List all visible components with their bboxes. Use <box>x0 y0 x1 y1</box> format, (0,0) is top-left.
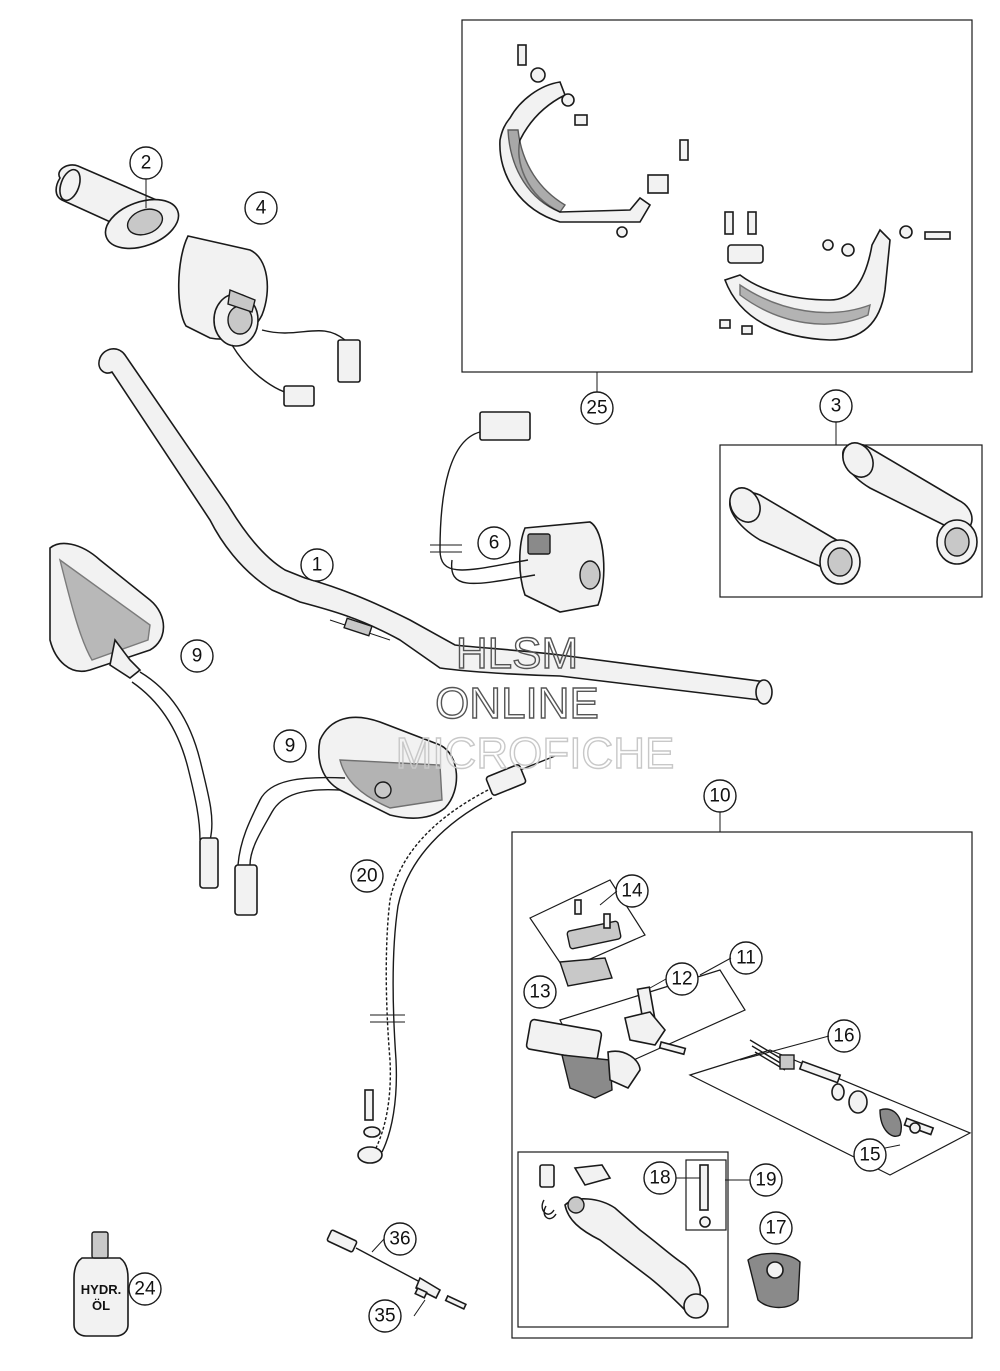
master-cylinder-body[interactable] <box>525 1018 641 1099</box>
handguard-kit-box <box>461 19 973 373</box>
right-handlebar-switch[interactable] <box>430 411 605 613</box>
callout-20: 20 <box>350 859 384 893</box>
brake-lever[interactable] <box>539 1164 711 1319</box>
callout-label: 4 <box>256 198 267 219</box>
callout-label: 1 <box>312 555 323 576</box>
callout-label: 9 <box>192 646 203 667</box>
callout-17: 17 <box>759 1211 793 1245</box>
watermark: HLSM ONLINE MICROFICHE <box>395 628 675 778</box>
reservoir-cover[interactable] <box>566 899 622 950</box>
callout-16: 16 <box>827 1019 861 1053</box>
callout-9-left: 9 <box>180 639 214 673</box>
callout-label: 6 <box>489 533 500 554</box>
piston-spring-set[interactable] <box>749 1039 868 1114</box>
master-cylinder-box <box>511 831 973 1339</box>
callout-11: 11 <box>729 941 763 975</box>
callout-2: 2 <box>129 146 163 208</box>
watermark-line3: MICROFICHE <box>396 729 675 778</box>
callout-leaders <box>371 890 830 1317</box>
callout-24: 24 <box>128 1272 162 1306</box>
callout-label: 18 <box>649 1168 670 1189</box>
callout-label: 15 <box>859 1145 880 1166</box>
lever-kit-box <box>517 1151 729 1328</box>
callout-36: 36 <box>383 1222 417 1256</box>
callout-13: 13 <box>523 975 557 1009</box>
callout-label: 3 <box>831 396 842 417</box>
callout-label: 11 <box>736 948 756 969</box>
handlebar[interactable] <box>98 348 773 705</box>
callout-3: 3 <box>819 389 853 423</box>
callout-19: 19 <box>749 1163 783 1197</box>
callout-9-right: 9 <box>273 729 307 763</box>
callout-label: 14 <box>621 881 643 902</box>
callout-label: 19 <box>755 1170 776 1191</box>
callout-label: 25 <box>586 398 607 419</box>
left-handguard[interactable] <box>499 44 689 238</box>
callout-18: 18 <box>643 1161 677 1195</box>
watermark-line2: ONLINE <box>435 679 599 728</box>
callout-25: 25 <box>580 391 614 425</box>
callout-12: 12 <box>665 962 699 996</box>
callout-label: 35 <box>374 1306 395 1327</box>
right-mirror[interactable] <box>234 716 458 916</box>
callout-label: 16 <box>833 1026 854 1047</box>
callout-14: 14 <box>615 874 649 908</box>
clamp-with-screw[interactable] <box>624 986 687 1056</box>
reservoir-diaphragm[interactable] <box>559 957 613 987</box>
left-mirror[interactable] <box>49 542 219 889</box>
callout-6: 6 <box>477 526 511 560</box>
grip-pair[interactable] <box>724 437 978 585</box>
callout-10: 10 <box>703 779 737 813</box>
callout-15: 15 <box>853 1138 887 1172</box>
callout-label: 2 <box>141 153 152 174</box>
left-grip[interactable] <box>55 164 185 258</box>
callout-label: 13 <box>529 982 550 1003</box>
throttle-cable[interactable] <box>357 755 556 1164</box>
callout-4: 4 <box>244 191 278 225</box>
callout-label: 9 <box>285 736 296 757</box>
callout-1: 1 <box>300 548 334 582</box>
bottle-label-line2: ÖL <box>92 1298 110 1313</box>
right-handguard[interactable] <box>719 211 951 341</box>
callout-label: 24 <box>134 1279 156 1300</box>
callout-label: 17 <box>765 1218 786 1239</box>
callout-label: 20 <box>356 866 377 887</box>
callout-35: 35 <box>368 1299 402 1333</box>
lever-pin-box <box>685 1159 727 1231</box>
bottle-label-line1: HYDR. <box>81 1282 121 1297</box>
piston-set-outline <box>688 1049 972 1176</box>
left-handlebar-switch[interactable] <box>177 235 361 407</box>
hydraulic-oil-bottle[interactable]: HYDR. ÖL <box>73 1231 129 1337</box>
brake-light-switch[interactable] <box>326 1229 467 1311</box>
reservoir-cap-assembly[interactable] <box>747 1252 801 1309</box>
watermark-line1: HLSM <box>456 629 578 678</box>
dust-boot[interactable] <box>879 1108 935 1137</box>
cover-kit-outline <box>529 879 646 971</box>
callout-label: 10 <box>709 786 730 807</box>
callout-label: 12 <box>671 969 692 990</box>
callout-label: 36 <box>389 1229 410 1250</box>
